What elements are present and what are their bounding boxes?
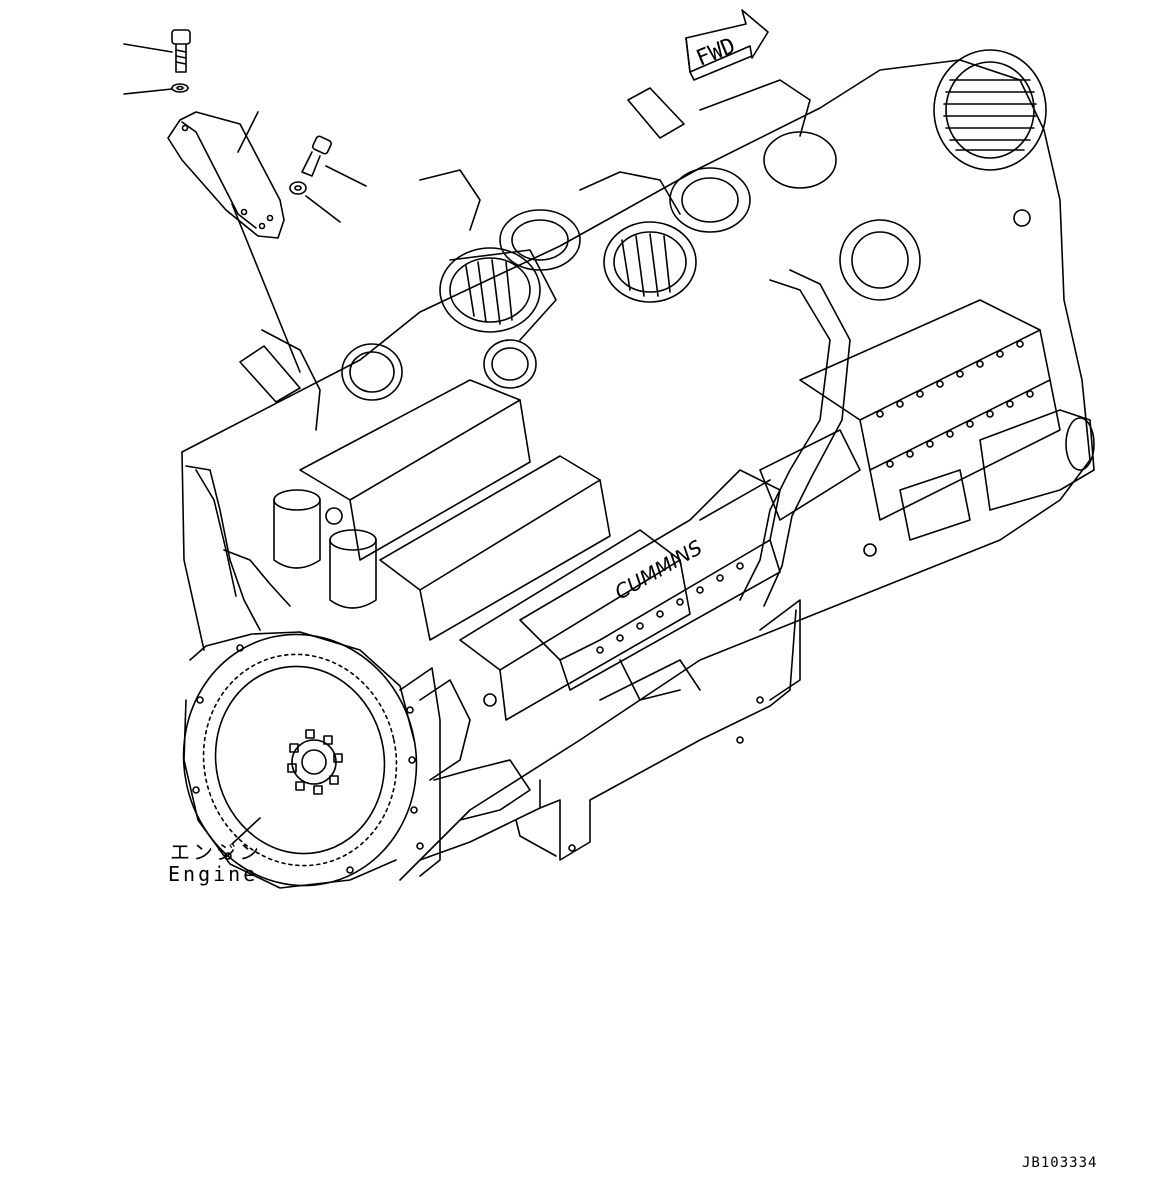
intake-manifold	[519, 469, 781, 661]
leader-line-top-bolt	[123, 43, 173, 53]
assembly-guide-line	[231, 203, 301, 373]
washer-right	[289, 181, 307, 195]
leader-line-top-washer	[123, 88, 173, 95]
leader-line-right-washer	[305, 195, 341, 223]
mounting-bracket	[167, 111, 285, 239]
engine-label-japanese: エンジン	[170, 840, 262, 864]
valve-cover-bolts-right	[876, 340, 1034, 468]
leader-line-bracket	[237, 111, 259, 153]
turbocharger-right	[763, 131, 921, 301]
leader-line-engine	[231, 817, 261, 845]
fan-housing	[933, 49, 1047, 171]
flywheel	[214, 665, 386, 855]
turbocharger-left	[439, 209, 581, 341]
exhaust-flange-left	[341, 343, 403, 401]
fwd-arrow-icon	[685, 9, 769, 81]
flywheel-hub	[287, 729, 343, 795]
starter-motor	[979, 409, 1095, 511]
bracket-bolt-right	[301, 135, 333, 177]
engine-assembly: CUMMINS	[181, 49, 1095, 889]
tag-marker-left	[239, 345, 301, 403]
fwd-label: FWD	[693, 33, 739, 71]
leader-line-right-bolt	[325, 165, 367, 187]
turbocharger-center	[603, 167, 751, 303]
tag-marker-top	[627, 87, 685, 139]
svg-text:CUMMINS: CUMMINS	[611, 535, 707, 604]
engine-label-english: Engine	[168, 862, 259, 886]
filter-canisters	[273, 489, 377, 609]
drawing-number: JB103334	[1022, 1155, 1098, 1171]
bracket-bolt-top	[171, 29, 191, 73]
valve-cover-bolts-center	[596, 562, 744, 654]
washer-top	[171, 83, 189, 93]
crossover-pipe	[739, 279, 831, 601]
exhaust-flange-center	[483, 339, 537, 389]
